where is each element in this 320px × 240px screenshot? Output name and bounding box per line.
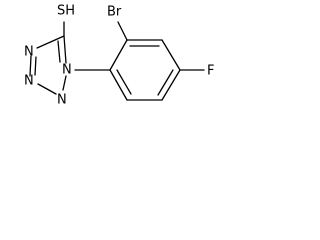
molecule-structure-diagram: SH Br F N N N N xyxy=(24,4,214,108)
atom-label-n4: N xyxy=(24,45,34,60)
atom-label-n1: N xyxy=(62,63,72,78)
bond-n4-n3-double xyxy=(34,56,37,76)
atom-label-br: Br xyxy=(107,5,122,20)
bond-n4-n3 xyxy=(29,55,32,77)
atom-label-n3: N xyxy=(24,74,34,89)
atom-label-f: F xyxy=(207,64,214,79)
bond-n1-c5 xyxy=(63,35,67,64)
bond-c5-n4 xyxy=(36,35,65,49)
bond-n2-n1 xyxy=(62,75,67,91)
atom-label-sh: SH xyxy=(57,4,75,19)
bond-ring-4-double xyxy=(157,69,174,96)
atom-label-n2: N xyxy=(57,93,67,108)
bond-n3-n2 xyxy=(37,83,57,95)
bond-ring-3 xyxy=(161,39,181,71)
bond-ring-br xyxy=(117,21,128,41)
bond-n1-c5-double xyxy=(57,40,61,63)
bond-ring-4 xyxy=(161,69,181,101)
bond-ring-6 xyxy=(109,69,128,101)
bond-ring-1 xyxy=(109,39,128,71)
bond-ring-6-double xyxy=(116,69,132,95)
